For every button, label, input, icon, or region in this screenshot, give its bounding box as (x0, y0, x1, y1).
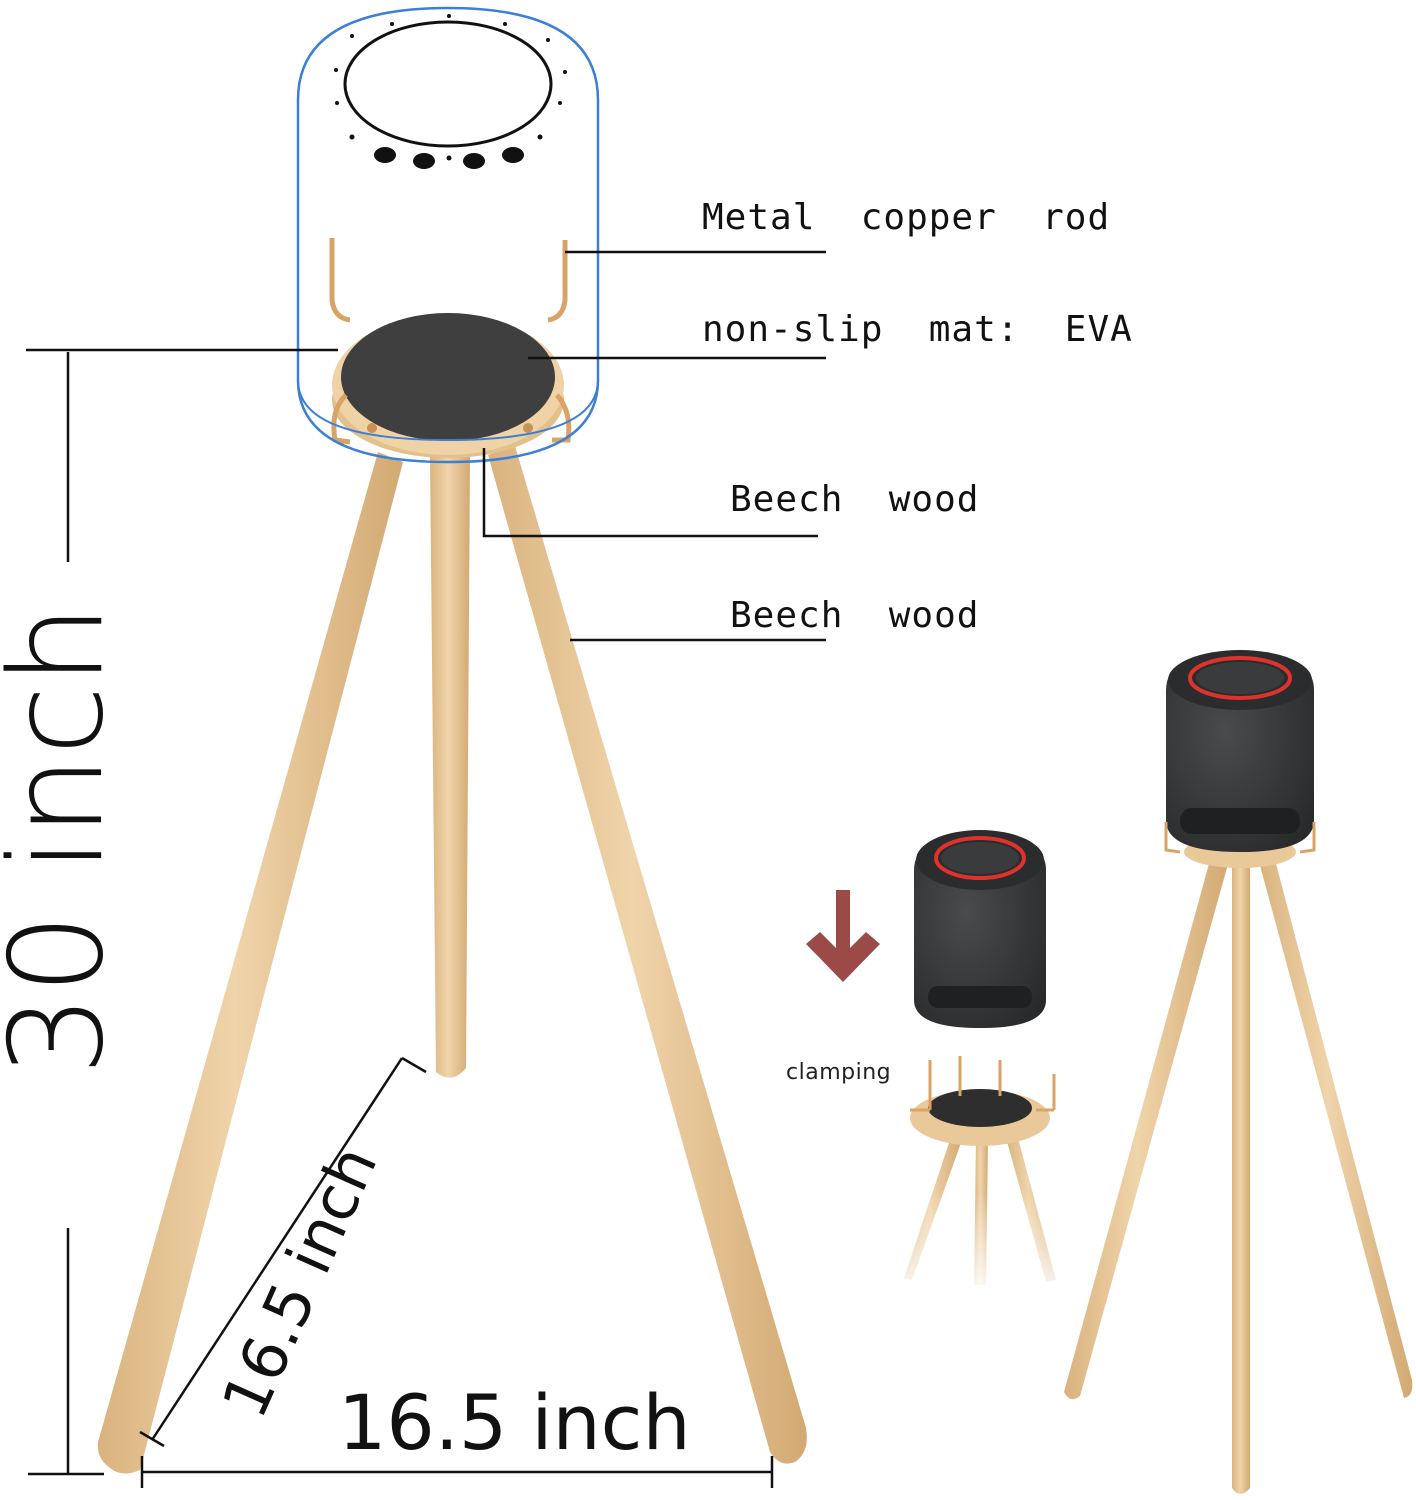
assembled-stand (1064, 650, 1413, 1494)
speaker-top-buttons (334, 14, 567, 169)
clamping-label: clamping (786, 1060, 892, 1085)
mat (341, 313, 555, 441)
main-stand (97, 6, 807, 1474)
label-copper-rod: Metal copper rod (702, 197, 1111, 238)
copper-rod-right (547, 240, 568, 323)
leg-back (430, 455, 470, 1078)
label-mat: non-slip mat: EVA (702, 309, 1133, 350)
dimension-lines (28, 352, 774, 1488)
down-arrow (806, 890, 880, 982)
width-dimension-label: 16.5 inch (338, 1378, 691, 1467)
loose-speaker (914, 830, 1046, 1028)
height-dimension-label: 30 inch (0, 604, 132, 1076)
small-stand (900, 1056, 1070, 1300)
leg-left (97, 452, 403, 1474)
label-beech-wood-legs: Beech wood (730, 595, 980, 636)
leg-right (488, 446, 807, 1464)
callout-lines (26, 250, 826, 642)
copper-rod-left (329, 238, 351, 323)
label-beech-wood-top: Beech wood (730, 479, 980, 520)
